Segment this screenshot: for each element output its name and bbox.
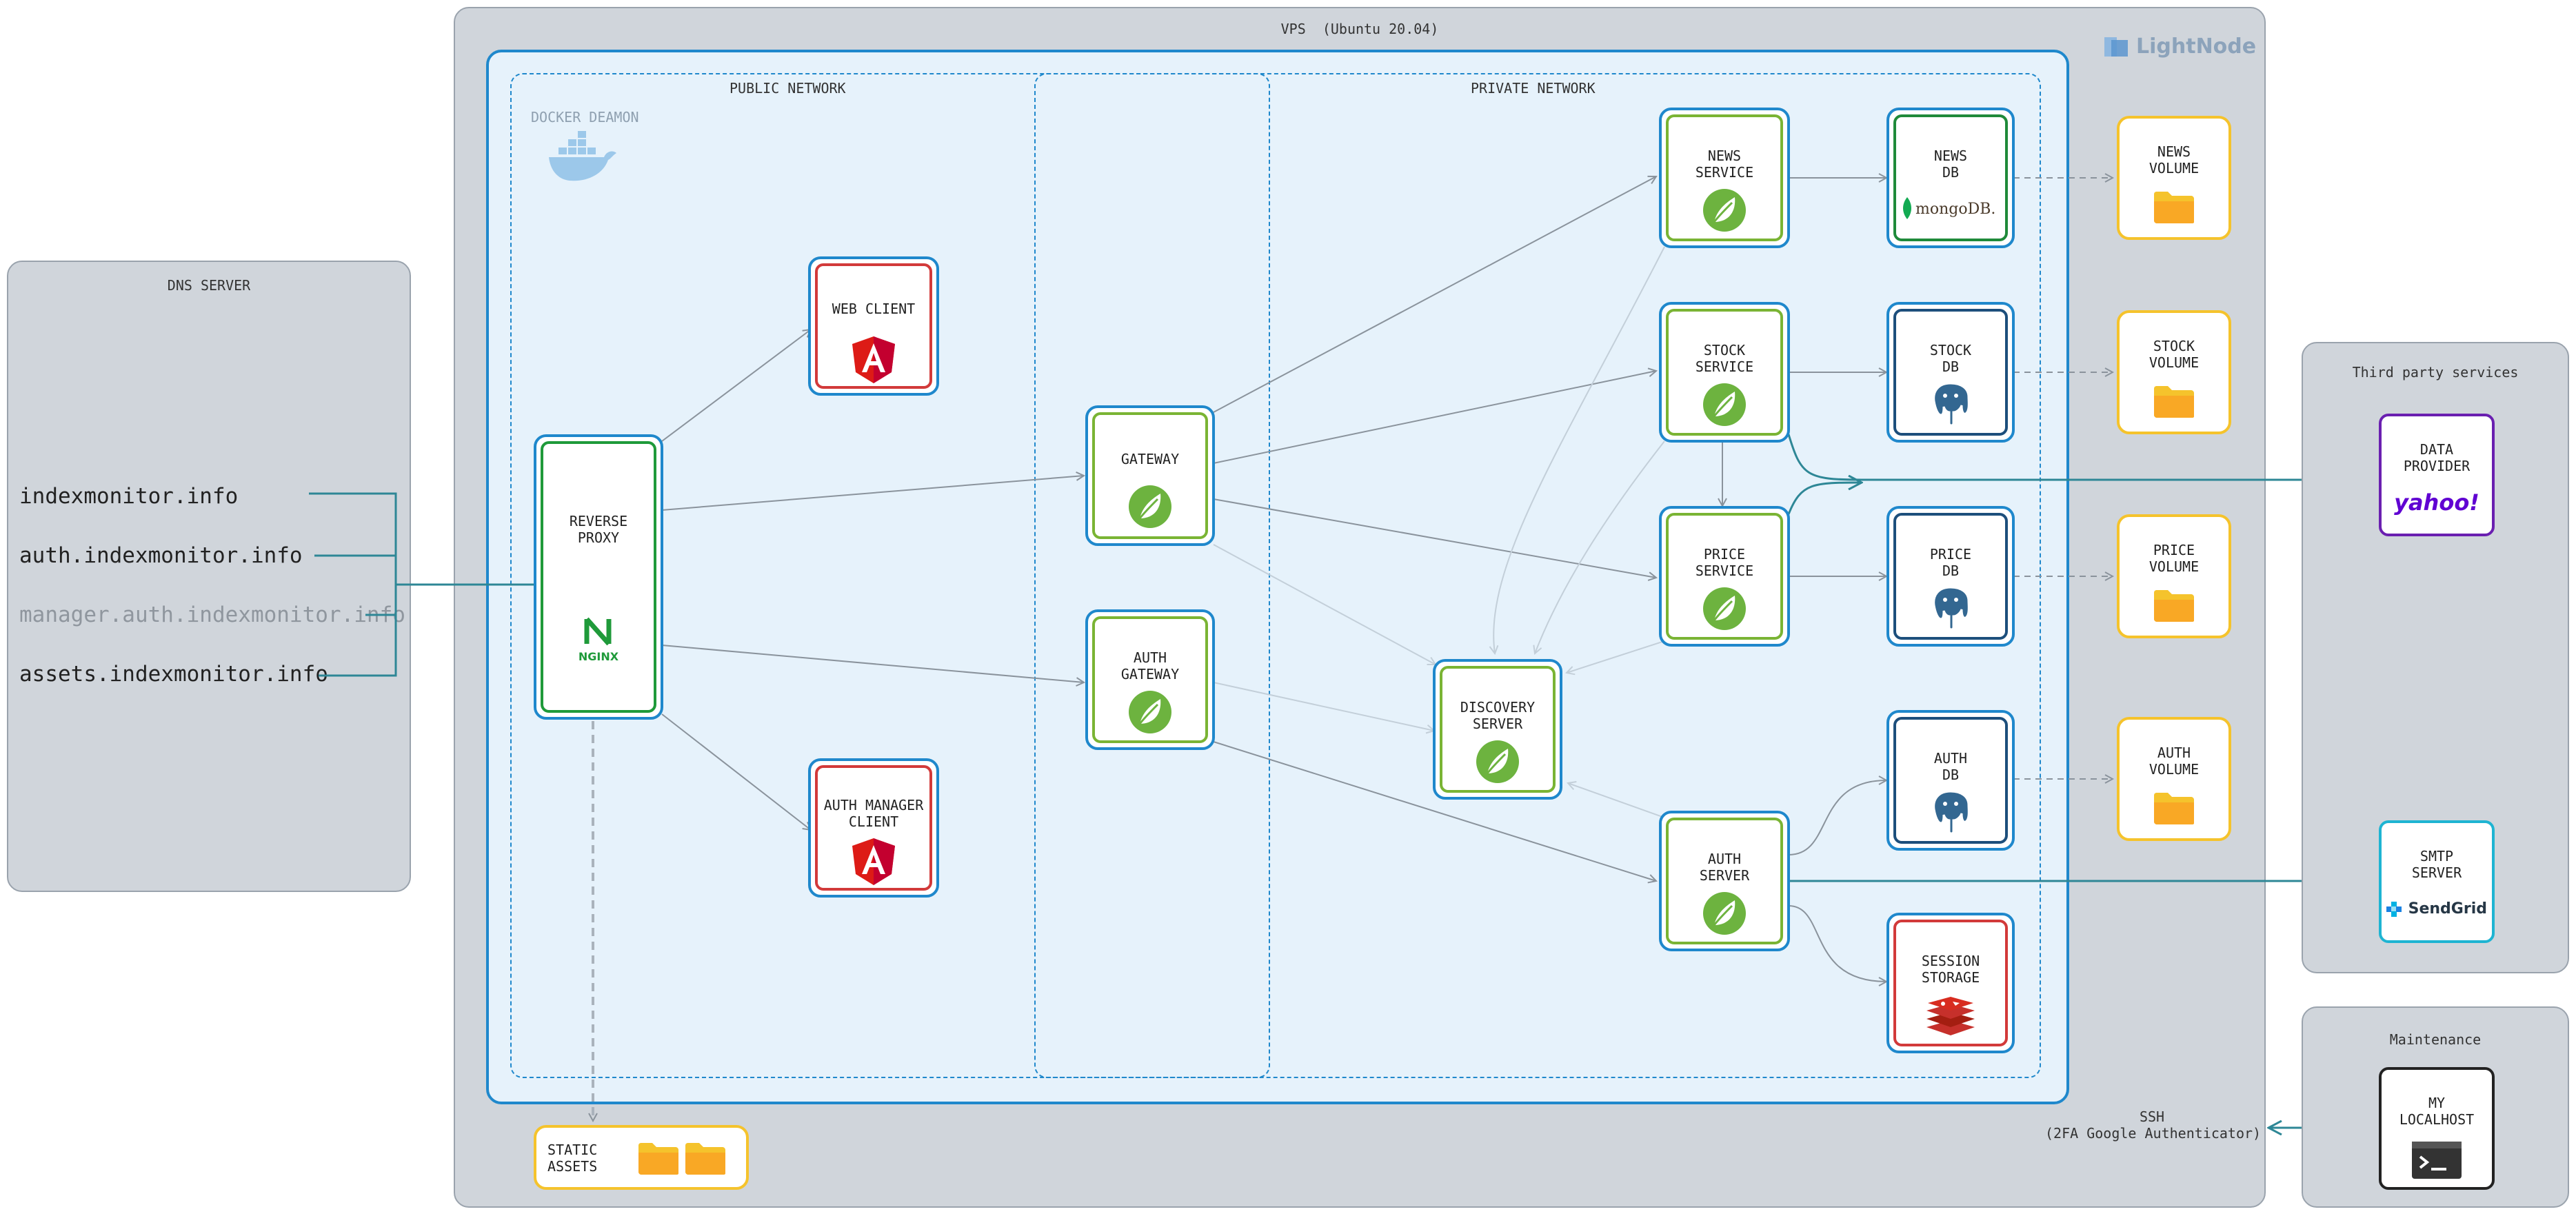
docker-icon: [549, 131, 616, 181]
my-localhost-label: MY LOCALHOST: [2399, 1095, 2475, 1128]
lightnode-brand: LightNode: [2136, 34, 2257, 59]
spring-icon: [1129, 485, 1171, 528]
price-db-label: PRICE DB: [1929, 546, 1972, 579]
postgres-icon: [1933, 586, 1970, 631]
auth-volume-node[interactable]: AUTH VOLUME: [2117, 717, 2231, 841]
folder-icon: [2154, 192, 2194, 223]
mongodb-wordmark: mongoDB.: [1915, 201, 1995, 218]
stock-volume-label: STOCK VOLUME: [2149, 338, 2200, 371]
stock-db-node[interactable]: STOCK DB: [1886, 302, 2015, 443]
spring-icon: [1703, 587, 1746, 630]
stock-volume-node[interactable]: STOCK VOLUME: [2117, 310, 2231, 434]
web-client-node[interactable]: WEB CLIENT: [808, 256, 939, 396]
spring-icon: [1703, 189, 1746, 232]
sendgrid-wordmark: SendGrid: [2408, 900, 2487, 918]
spring-icon: [1703, 892, 1746, 935]
spring-icon: [1129, 691, 1171, 733]
my-localhost-node[interactable]: MY LOCALHOST: [2379, 1067, 2495, 1190]
price-service-node[interactable]: PRICE SERVICE: [1659, 506, 1790, 647]
spring-icon: [1476, 740, 1519, 783]
smtp-server-label: SMTP SERVER: [2411, 848, 2462, 881]
session-storage-label: SESSION STORAGE: [1921, 953, 1980, 986]
third-party-title: Third party services: [2352, 364, 2519, 381]
gateway-label: GATEWAY: [1120, 451, 1180, 467]
news-db-node[interactable]: NEWS DB mongoDB.: [1886, 108, 2015, 248]
auth-manager-client-node[interactable]: AUTH MANAGER CLIENT: [808, 758, 939, 898]
auth-server-label: AUTH SERVER: [1699, 851, 1750, 884]
postgres-icon: [1933, 790, 1970, 835]
postgres-icon: [1933, 382, 1970, 427]
nginx-icon: NGINX: [578, 617, 619, 663]
news-service-label: NEWS SERVICE: [1695, 148, 1754, 181]
data-provider-node[interactable]: DATA PROVIDER yahoo!: [2379, 414, 2495, 536]
nginx-wordmark: NGINX: [578, 650, 619, 663]
terminal-icon: [2412, 1142, 2462, 1179]
news-service-node[interactable]: NEWS SERVICE: [1659, 108, 1790, 248]
sendgrid-icon: [2386, 901, 2402, 917]
discovery-server-label: DISCOVERY SERVER: [1460, 699, 1536, 732]
public-network-zone: [510, 73, 1270, 1078]
price-db-node[interactable]: PRICE DB: [1886, 506, 2015, 647]
stock-service-label: STOCK SERVICE: [1695, 342, 1754, 375]
domain-assets[interactable]: assets.indexmonitor.info: [19, 662, 328, 687]
vps-title: VPS (Ubuntu 20.04): [1280, 21, 1439, 37]
domain-indexmonitor[interactable]: indexmonitor.info: [19, 484, 239, 509]
web-client-label: WEB CLIENT: [832, 301, 916, 317]
yahoo-logo: yahoo!: [2394, 489, 2479, 516]
stock-db-label: STOCK DB: [1929, 342, 1972, 375]
public-network-label: PUBLIC NETWORK: [729, 80, 846, 97]
auth-volume-label: AUTH VOLUME: [2149, 744, 2200, 778]
mongodb-icon: mongoDB.: [1903, 197, 1995, 219]
auth-server-node[interactable]: AUTH SERVER: [1659, 811, 1790, 951]
folder-icon: [685, 1143, 725, 1175]
sendgrid-logo: SendGrid: [2382, 900, 2492, 918]
lightnode-logo: LightNode: [2102, 34, 2256, 59]
news-volume-node[interactable]: NEWS VOLUME: [2117, 116, 2231, 240]
static-assets-label: STATIC ASSETS: [547, 1142, 598, 1175]
reverse-proxy-label: REVERSE PROXY: [569, 513, 628, 546]
news-db-label: NEWS DB: [1933, 148, 1968, 181]
angular-icon: [852, 838, 895, 885]
domain-manager-auth[interactable]: manager.auth.indexmonitor.info: [19, 602, 405, 627]
ssh-label: SSH (2FA Google Authenticator): [2045, 1108, 2262, 1142]
auth-db-node[interactable]: AUTH DB: [1886, 710, 2015, 851]
private-network-label: PRIVATE NETWORK: [1471, 80, 1596, 97]
stock-service-node[interactable]: STOCK SERVICE: [1659, 302, 1790, 443]
price-volume-label: PRICE VOLUME: [2149, 542, 2200, 575]
news-volume-label: NEWS VOLUME: [2149, 143, 2200, 176]
maintenance-title: Maintenance: [2389, 1031, 2482, 1048]
folder-icon: [2154, 590, 2194, 622]
folder-icon: [2154, 793, 2194, 824]
lightnode-icon: [2104, 37, 2128, 57]
smtp-server-node[interactable]: SMTP SERVER SendGrid: [2379, 820, 2495, 943]
static-assets-node[interactable]: STATIC ASSETS: [534, 1125, 749, 1190]
auth-gateway-node[interactable]: AUTH GATEWAY: [1085, 609, 1215, 750]
price-volume-node[interactable]: PRICE VOLUME: [2117, 514, 2231, 638]
price-service-label: PRICE SERVICE: [1695, 546, 1754, 579]
data-provider-label: DATA PROVIDER: [2403, 441, 2471, 474]
redis-icon: [1926, 997, 1975, 1035]
angular-icon: [852, 336, 895, 383]
spring-icon: [1703, 383, 1746, 426]
domain-auth[interactable]: auth.indexmonitor.info: [19, 543, 303, 568]
folder-icon: [2154, 386, 2194, 418]
session-storage-node[interactable]: SESSION STORAGE: [1886, 913, 2015, 1053]
auth-manager-client-label: AUTH MANAGER CLIENT: [823, 797, 924, 830]
folder-icon: [638, 1143, 678, 1175]
discovery-server-node[interactable]: DISCOVERY SERVER: [1433, 659, 1562, 800]
gateway-node[interactable]: GATEWAY: [1085, 405, 1215, 546]
dns-server-panel: [7, 261, 411, 892]
auth-gateway-label: AUTH GATEWAY: [1120, 649, 1180, 682]
dns-server-title: DNS SERVER: [167, 277, 251, 294]
docker-deamon-label: DOCKER DEAMON: [531, 109, 639, 125]
auth-db-label: AUTH DB: [1933, 750, 1968, 783]
reverse-proxy-node[interactable]: REVERSE PROXY NGINX: [534, 434, 663, 720]
